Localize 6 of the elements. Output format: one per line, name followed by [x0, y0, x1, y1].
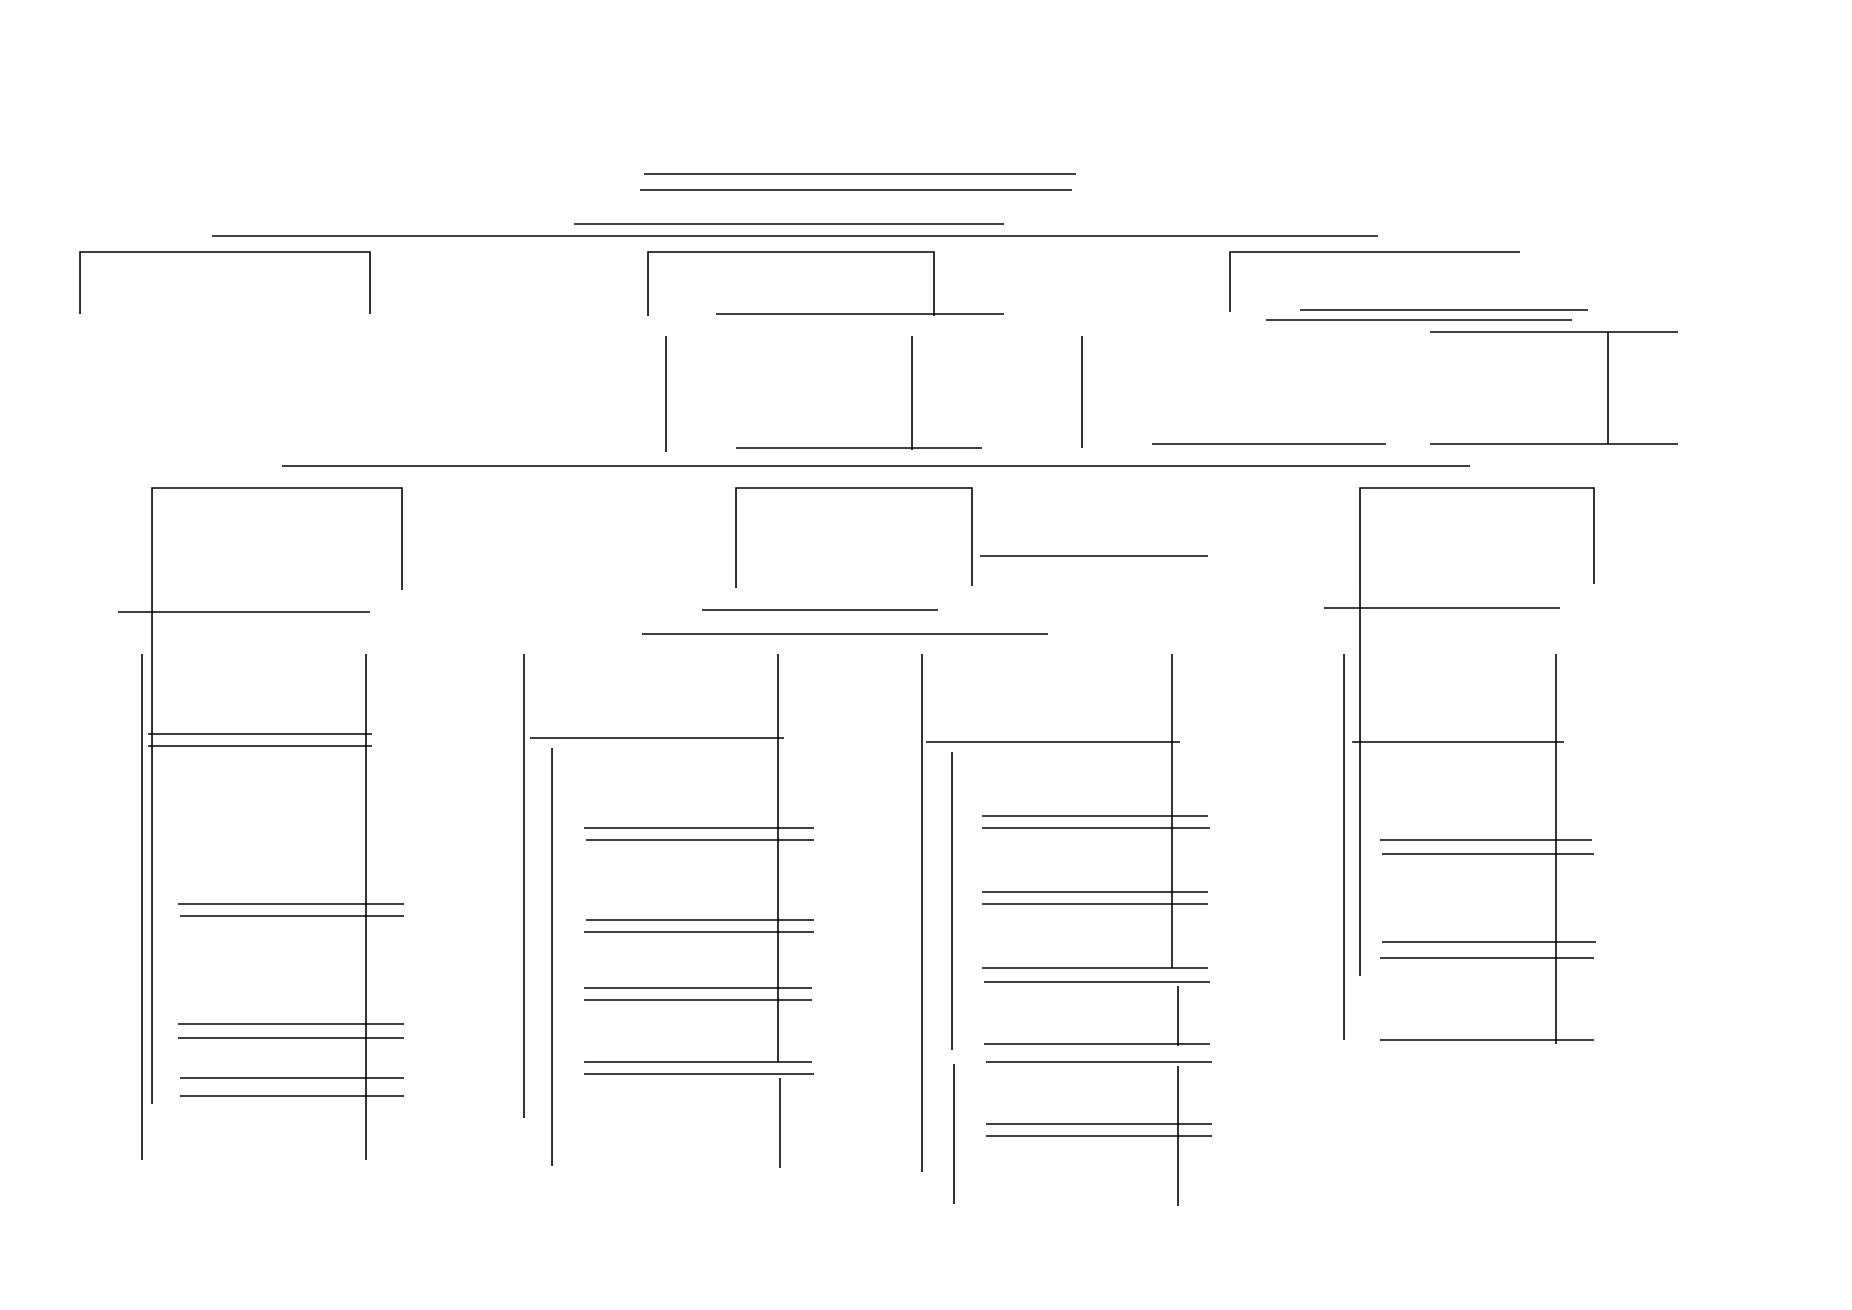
bracket — [647, 251, 935, 317]
bracket — [79, 251, 371, 315]
bracket — [151, 487, 403, 591]
bracket — [735, 487, 973, 589]
bracket — [1229, 251, 1521, 313]
bracket — [1359, 487, 1595, 585]
